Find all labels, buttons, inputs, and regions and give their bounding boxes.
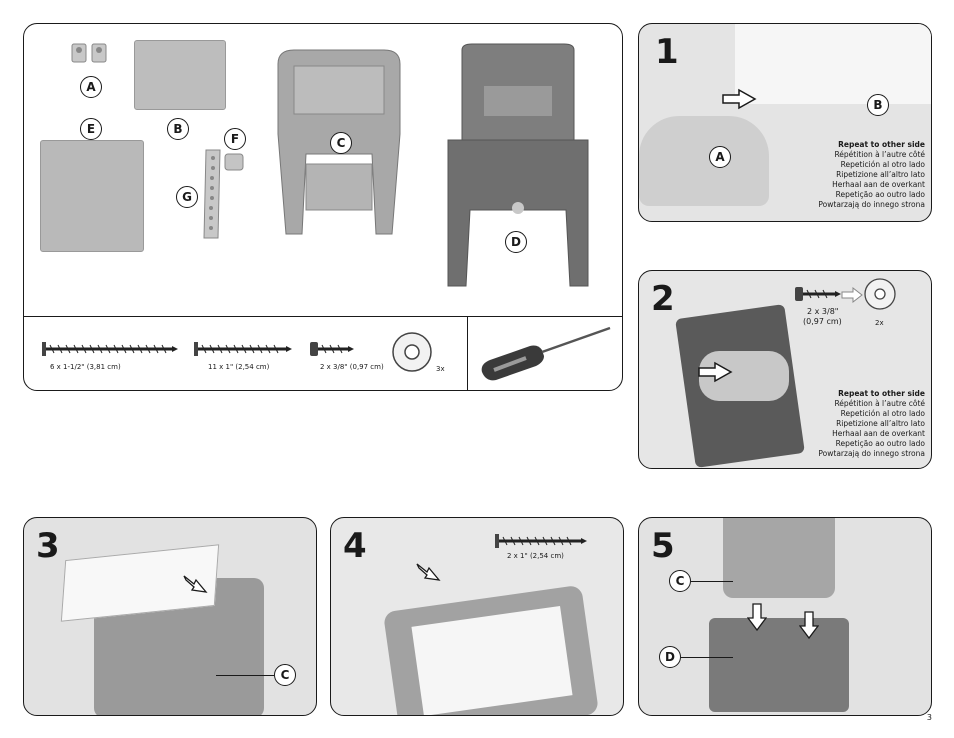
parts-divider — [24, 316, 622, 317]
step4-panel: 4 2 x 1" (2,54 cm) — [330, 517, 624, 716]
washer-count: 3x — [436, 365, 445, 373]
step5-callout-d-line — [681, 657, 733, 658]
step5-down-arrow-left — [747, 603, 767, 632]
part-g-strip — [203, 149, 221, 239]
repeat-pl: Powtarzają do innego strona — [818, 449, 925, 458]
step2-number: 2 — [651, 279, 675, 319]
step1-panel: 1 A B Repeat to other side Répétition à … — [638, 23, 932, 222]
part-b-small-panel — [134, 40, 226, 110]
repeat-it: Ripetizione all’altro lato — [836, 170, 925, 179]
part-a-brackets — [71, 43, 107, 63]
step5-base-photo — [709, 618, 849, 712]
repeat-es: Repetición al otro lado — [840, 160, 925, 169]
label-g: G — [176, 186, 198, 208]
step2-washer-icon — [864, 278, 896, 310]
step2-arrow-to-washer — [841, 287, 863, 303]
step2-washer-count: 2x — [875, 319, 884, 327]
repeat-it: Ripetizione all’altro lato — [836, 419, 925, 428]
part-d-chair-base — [447, 43, 589, 287]
step5-panel: 5 C D — [638, 517, 932, 716]
step2-panel: 2 2 x 3/8" (0,97 cm) 2x Repeat to other … — [638, 270, 932, 469]
step1-number: 1 — [655, 32, 679, 72]
label-d: D — [505, 231, 527, 253]
step1-hand-photo — [639, 116, 769, 206]
label-c: C — [330, 132, 352, 154]
label-b: B — [167, 118, 189, 140]
repeat-nl: Herhaal aan de overkant — [832, 429, 925, 438]
step3-panel: 3 C — [23, 517, 317, 716]
step2-screw-caption-2: (0,97 cm) — [803, 317, 842, 326]
step5-seat-photo — [723, 518, 835, 598]
step1-board-photo — [735, 24, 931, 104]
part-e-large-panel — [40, 140, 144, 252]
step3-callout-c: C — [274, 664, 296, 686]
hardware-divider — [467, 316, 468, 390]
long-screw-caption: 6 x 1-1/2" (3,81 cm) — [50, 363, 121, 371]
step5-down-arrow-right — [799, 611, 819, 640]
repeat-pl: Powtarzają do innego strona — [818, 200, 925, 209]
step1-push-arrow — [722, 88, 757, 110]
step5-callout-d: D — [659, 646, 681, 668]
step3-push-arrow — [183, 575, 208, 593]
step1-callout-a: A — [709, 146, 731, 168]
step4-number: 4 — [343, 526, 367, 566]
repeat-es: Repetición al otro lado — [840, 409, 925, 418]
step5-callout-c: C — [669, 570, 691, 592]
medium-screw-icon — [194, 342, 292, 356]
step1-repeat-text: Repeat to other side Répétition à l’autr… — [818, 140, 925, 210]
screwdriver-icon — [481, 326, 611, 381]
long-screw-icon — [42, 342, 178, 356]
repeat-pt: Repetição ao outro lado — [835, 439, 925, 448]
washer-icon — [392, 332, 432, 372]
label-f: F — [224, 128, 246, 150]
medium-screw-caption: 11 x 1" (2,54 cm) — [208, 363, 270, 371]
step3-callout-line — [216, 675, 274, 676]
step4-screw-icon — [495, 534, 587, 548]
step5-number: 5 — [651, 526, 675, 566]
step2-push-arrow — [698, 361, 733, 383]
repeat-pt: Repetição ao outro lado — [835, 190, 925, 199]
step4-screw-caption: 2 x 1" (2,54 cm) — [507, 552, 564, 560]
repeat-heading: Repeat to other side — [838, 140, 925, 149]
step4-push-arrow — [416, 563, 441, 581]
step3-number: 3 — [36, 526, 60, 566]
part-f-spacer — [224, 153, 244, 171]
label-a: A — [80, 76, 102, 98]
repeat-fr: Répétition à l’autre côté — [834, 399, 925, 408]
step2-screw-icon — [795, 287, 841, 301]
short-screw-caption: 2 x 3/8" (0,97 cm) — [320, 363, 384, 371]
step5-callout-c-line — [691, 581, 733, 582]
step1-callout-b: B — [867, 94, 889, 116]
page-number: 3 — [926, 713, 932, 722]
step2-repeat-text: Repeat to other side Répétition à l’autr… — [818, 389, 925, 459]
repeat-heading: Repeat to other side — [838, 389, 925, 398]
label-e: E — [80, 118, 102, 140]
repeat-fr: Répétition à l’autre côté — [834, 150, 925, 159]
parts-panel: A B E F G C D 6 x 1-1/2" ( — [23, 23, 623, 391]
repeat-nl: Herhaal aan de overkant — [832, 180, 925, 189]
step2-screw-caption-1: 2 x 3/8" — [807, 307, 839, 316]
short-screw-icon — [310, 342, 354, 356]
